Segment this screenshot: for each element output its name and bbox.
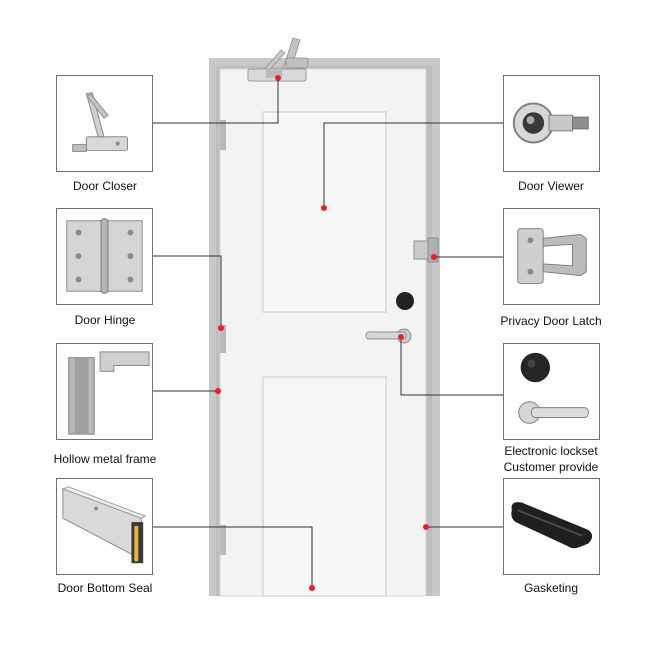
lockset-label-line2: Customer provide <box>503 460 599 474</box>
bottom-seal-icon <box>61 486 147 564</box>
lockset-label-line1: Electronic lockset <box>504 444 598 458</box>
door-closer-thumbnail <box>56 75 153 172</box>
hollow-frame-label: Hollow metal frame <box>53 452 157 466</box>
lockset-icon <box>518 352 589 424</box>
door-closer-label: Door Closer <box>72 179 138 193</box>
door-closer-on-door <box>247 37 309 82</box>
marker-hollow-frame <box>215 388 221 394</box>
leader-door-viewer <box>323 122 503 208</box>
door-viewer-label: Door Viewer <box>518 179 584 193</box>
door-viewer-icon <box>512 102 589 144</box>
gasketing-label: Gasketing <box>523 581 579 595</box>
marker-door-hinge <box>218 325 224 331</box>
electronic-keypad-on-door <box>396 292 414 310</box>
marker-door-viewer <box>321 205 327 211</box>
gasketing-thumbnail <box>503 478 600 575</box>
marker-privacy-latch <box>431 254 437 260</box>
hinge-top <box>220 120 226 150</box>
leader-lockset <box>400 337 503 396</box>
hinge-bottom <box>220 525 226 555</box>
gasket-icon <box>511 502 593 549</box>
lever-handle <box>365 331 407 340</box>
bottom-seal-thumbnail <box>56 478 153 575</box>
lockset-thumbnail <box>503 343 600 440</box>
marker-gasketing <box>423 524 429 530</box>
privacy-latch-icon <box>517 228 587 284</box>
door-lower-panel <box>262 376 387 597</box>
door-closer-icon <box>72 92 129 152</box>
door-hinge-label: Door Hinge <box>74 313 136 327</box>
hollow-frame-thumbnail <box>56 343 153 440</box>
leader-door-closer <box>153 78 279 124</box>
leader-bottom-seal <box>153 526 313 588</box>
privacy-latch-label: Privacy Door Latch <box>500 314 602 328</box>
marker-door-closer <box>275 75 281 81</box>
privacy-latch-thumbnail <box>503 208 600 305</box>
privacy-latch-on-door <box>413 240 429 260</box>
door-hinge-icon <box>66 218 143 294</box>
hinge-middle <box>220 325 226 353</box>
door-viewer-thumbnail <box>503 75 600 172</box>
metal-frame-icon <box>68 351 150 435</box>
door-hinge-thumbnail <box>56 208 153 305</box>
bottom-seal-label: Door Bottom Seal <box>57 581 153 595</box>
leader-door-hinge <box>153 255 222 328</box>
marker-bottom-seal <box>309 585 315 591</box>
marker-lockset <box>398 334 404 340</box>
